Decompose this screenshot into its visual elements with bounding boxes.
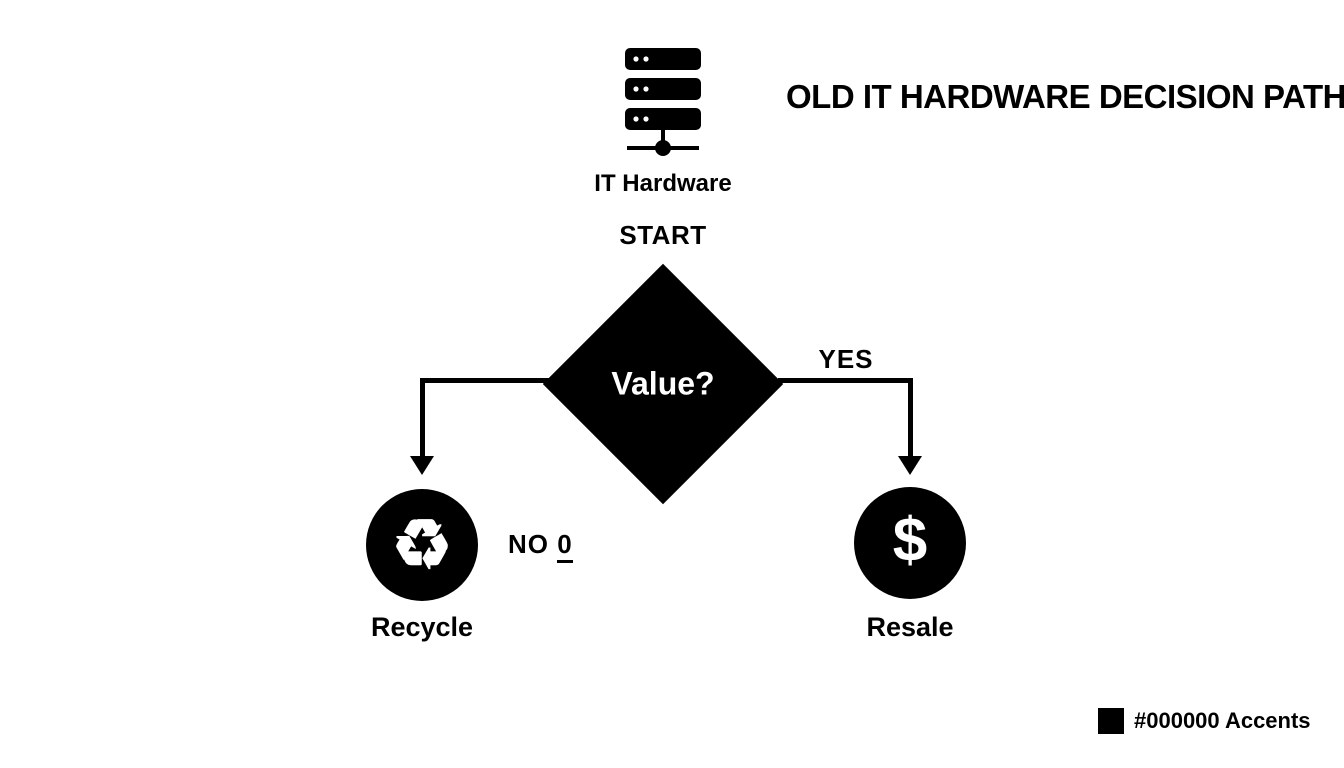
no-label-suffix: 0 — [557, 529, 573, 563]
recycle-icon: ♻ — [391, 507, 453, 583]
resale-label: Resale — [866, 612, 954, 642]
yes-branch-label: YES — [818, 344, 874, 374]
recycle-label: Recycle — [370, 612, 474, 642]
no-branch-label: NO 0 — [508, 529, 573, 563]
no-branch-horizontal-line — [420, 378, 551, 383]
yes-branch-horizontal-line — [778, 378, 913, 383]
resale-node: $ — [854, 487, 966, 599]
yes-branch-arrowhead-icon — [898, 456, 922, 475]
no-label-text: NO — [508, 529, 549, 559]
legend-color-swatch — [1098, 708, 1124, 734]
dollar-icon: $ — [892, 506, 928, 575]
legend: #000000 Accents — [1098, 708, 1311, 734]
legend-label: #000000 Accents — [1134, 708, 1311, 733]
server-icon — [625, 48, 701, 156]
page-title: OLD IT HARDWARE DECISION PATH — [786, 78, 1344, 115]
yes-branch-vertical-line — [908, 378, 913, 458]
recycle-node: ♻ — [366, 489, 478, 601]
decision-label: Value? — [611, 365, 715, 402]
no-branch-vertical-line — [420, 378, 425, 458]
no-branch-arrowhead-icon — [410, 456, 434, 475]
start-label: START — [619, 220, 707, 250]
hardware-label: IT Hardware — [594, 170, 732, 197]
